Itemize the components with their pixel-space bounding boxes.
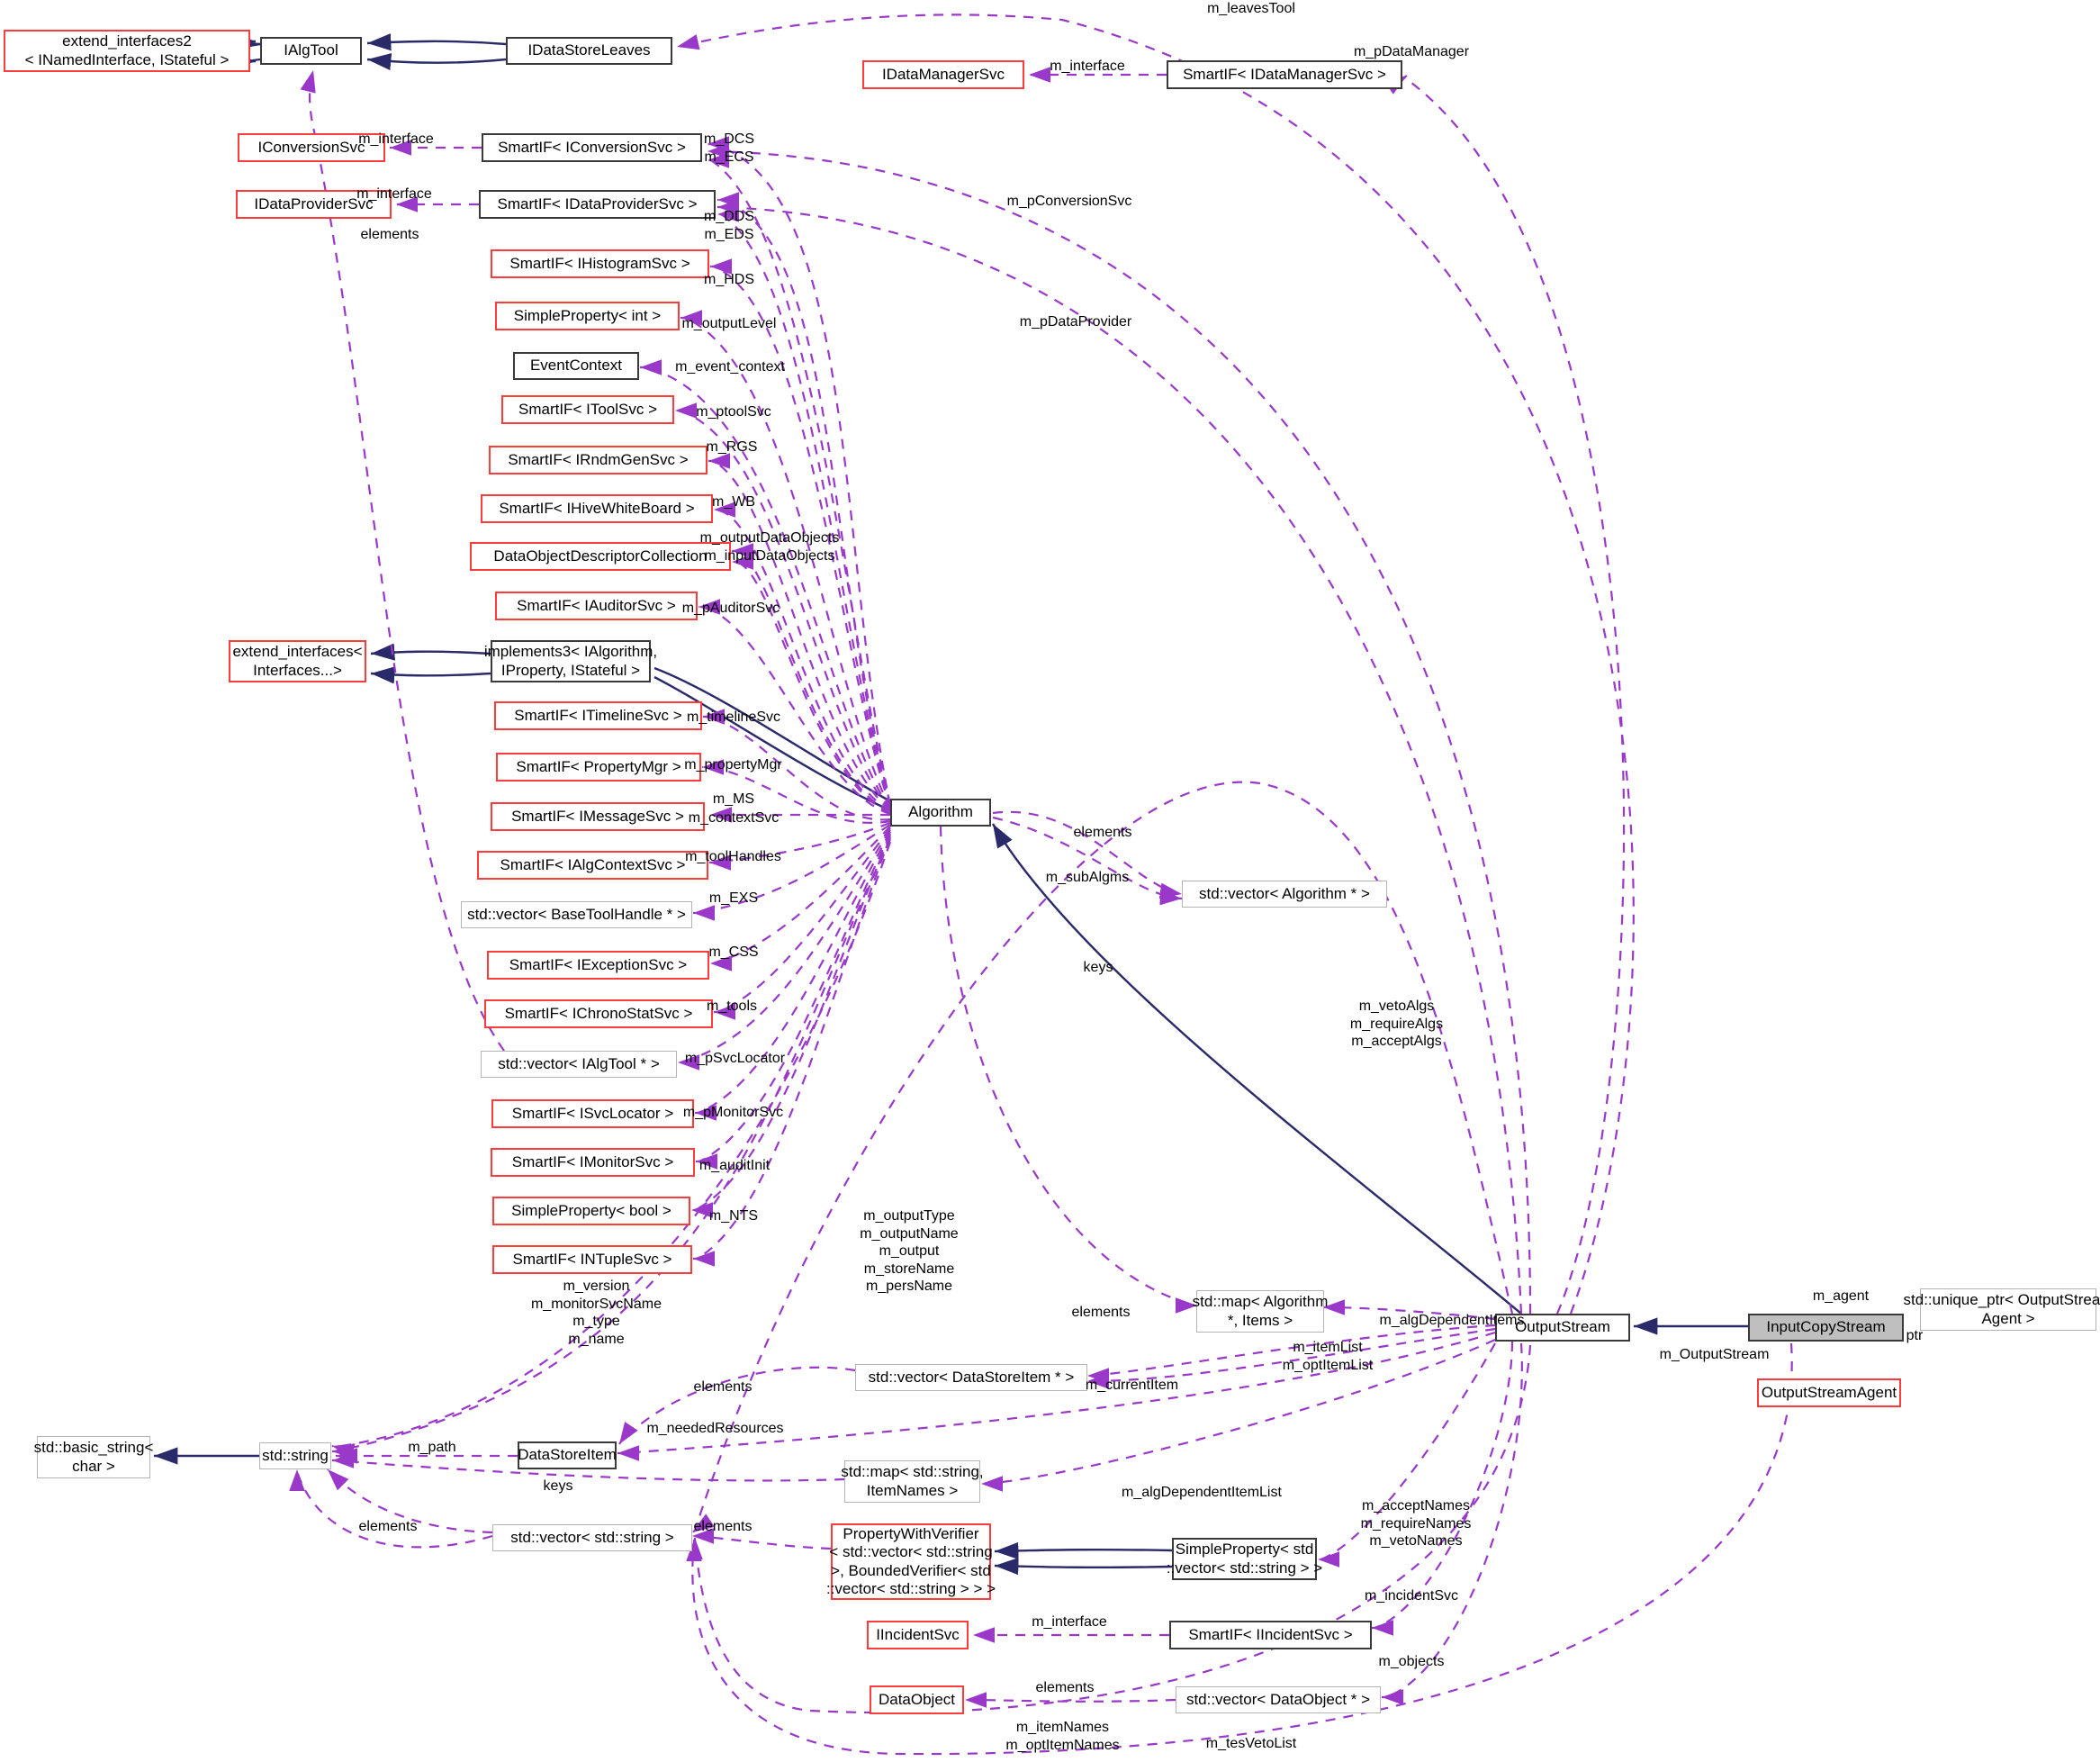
class-node-extend_interfaces2[interactable]: extend_interfaces2 < INamedInterface, IS… [4,30,250,72]
edge-label-lbl_tesVetoList: m_tesVetoList [1205,1736,1297,1751]
class-node-SmartIF_IConversionSvc[interactable]: SmartIF< IConversionSvc > [482,133,702,162]
class-node-vector_IAlgTool[interactable]: std::vector< IAlgTool * > [481,1051,677,1078]
class-node-SmartIF_IRndmGenSvc[interactable]: SmartIF< IRndmGenSvc > [489,446,708,474]
class-node-SimpleProperty_bool[interactable]: SimpleProperty< bool > [492,1197,690,1225]
edge-label-lbl_leavesTool: m_leavesTool [1207,1,1295,16]
edge-label-lbl_subAlgms: m_subAlgms [1045,870,1130,885]
class-node-SmartIF_IDataManagerSvc[interactable]: SmartIF< IDataManagerSvc > [1167,60,1402,89]
class-node-std_string[interactable]: std::string [259,1442,331,1469]
edge-label-lbl_needed: m_neededResources [646,1421,784,1436]
edge-label-lbl_elements_alg: elements [1073,825,1132,840]
class-node-SmartIF_IHiveWhiteBoard[interactable]: SmartIF< IHiveWhiteBoard > [481,494,713,523]
class-node-SimpleProperty_vector_string[interactable]: SimpleProperty< std ::vector< std::strin… [1167,1538,1322,1580]
edge-label-lbl_keys2: keys [543,1478,573,1494]
edge-label-lbl_event_context: m_event_context [675,359,785,375]
edge-label-lbl_elements_do: elements [1035,1680,1095,1695]
class-node-EventContext[interactable]: EventContext [513,352,639,380]
edge-label-lbl_outputGroup: m_outputType m_outputName m_output m_sto… [860,1208,959,1295]
class-node-DataStoreItem[interactable]: DataStoreItem [518,1441,617,1469]
class-node-DataObject[interactable]: DataObject [870,1685,964,1714]
class-node-SmartIF_ITimelineSvc[interactable]: SmartIF< ITimelineSvc > [494,701,702,730]
class-node-SmartIF_IAuditorSvc[interactable]: SmartIF< IAuditorSvc > [495,592,698,620]
class-node-SmartIF_IHistogramSvc[interactable]: SmartIF< IHistogramSvc > [491,249,709,278]
class-node-SmartIF_IMonitorSvc[interactable]: SmartIF< IMonitorSvc > [491,1148,695,1177]
class-node-vector_DataObject[interactable]: std::vector< DataObject * > [1176,1686,1381,1713]
edge-label-lbl_versionGroup: m_version m_monitorSvcName m_type m_name [531,1279,662,1347]
edge-label-lbl_vetoAlgs: m_vetoAlgs m_requireAlgs m_acceptAlgs [1349,998,1444,1050]
class-node-IDataManagerSvc[interactable]: IDataManagerSvc [862,60,1024,89]
edge-label-lbl_interface_inc: m_interface [1032,1614,1107,1630]
class-node-IDataStoreLeaves[interactable]: IDataStoreLeaves [506,37,672,65]
class-node-SimpleProperty_int[interactable]: SimpleProperty< int > [495,302,680,330]
edge-label-lbl_elements_ds: elements [693,1379,753,1395]
edge-label-lbl_agent: m_agent [1812,1288,1870,1304]
edge-label-lbl_objects: m_objects [1378,1654,1445,1669]
class-node-vector_Algorithm[interactable]: std::vector< Algorithm * > [1182,881,1387,908]
edge-label-lbl_elements_dps: elements [360,227,419,242]
edge-label-lbl_OutputStream: m_OutputStream [1659,1347,1770,1362]
edge-label-lbl_itemList: m_itemList m_optItemList [1282,1340,1374,1373]
edge-label-lbl_incidentSvc: m_incidentSvc [1364,1588,1459,1604]
edge-label-lbl_itemNames: m_itemNames m_optItemNames [1005,1720,1120,1753]
class-node-extend_interfaces[interactable]: extend_interfaces< Interfaces...> [229,640,366,682]
class-node-IIncidentSvc[interactable]: IIncidentSvc [867,1621,969,1649]
class-node-IAlgTool[interactable]: IAlgTool [260,37,362,65]
class-node-OutputStream[interactable]: OutputStream [1495,1314,1630,1342]
edge-label-lbl_acceptNames: m_acceptNames m_requireNames m_vetoNames [1360,1498,1472,1550]
class-node-IConversionSvc[interactable]: IConversionSvc [238,133,385,162]
class-node-SmartIF_IToolSvc[interactable]: SmartIF< IToolSvc > [501,395,674,424]
class-node-SmartIF_IChronoStatSvc[interactable]: SmartIF< IChronoStatSvc > [484,999,713,1028]
edge-label-lbl_path: m_path [408,1440,456,1455]
class-node-SmartIF_ISvcLocator[interactable]: SmartIF< ISvcLocator > [491,1099,694,1128]
class-node-vector_DataStoreItem[interactable]: std::vector< DataStoreItem * > [855,1364,1087,1391]
class-node-SmartIF_IMessageSvc[interactable]: SmartIF< IMessageSvc > [491,802,705,831]
class-node-basic_string[interactable]: std::basic_string< char > [34,1436,153,1478]
class-node-Algorithm[interactable]: Algorithm [890,799,991,827]
edge-label-lbl_algDependentItemList: m_algDependentItemList [1122,1485,1282,1500]
class-node-vector_BaseToolHandle[interactable]: std::vector< BaseToolHandle * > [461,901,692,928]
class-node-SmartIF_IDataProviderSvc[interactable]: SmartIF< IDataProviderSvc > [479,190,716,219]
class-node-SmartIF_IIncidentSvc[interactable]: SmartIF< IIncidentSvc > [1169,1621,1372,1649]
class-node-IDataProviderSvc[interactable]: IDataProviderSvc [236,190,392,219]
edge-label-lbl_interface_dms: m_interface [1050,59,1125,74]
class-node-SmartIF_IAlgContextSvc[interactable]: SmartIF< IAlgContextSvc > [477,851,708,880]
class-node-OutputStreamAgent[interactable]: OutputStreamAgent [1757,1378,1901,1407]
edge-label-lbl_pDataManager: m_pDataManager [1353,44,1470,59]
class-node-SmartIF_IExceptionSvc[interactable]: SmartIF< IExceptionSvc > [487,951,709,980]
class-node-vector_string[interactable]: std::vector< std::string > [492,1524,692,1551]
class-node-DataObjectDescriptorCollection[interactable]: DataObjectDescriptorCollection [470,542,731,571]
class-node-implements3[interactable]: implements3< IAlgorithm, IProperty, ISta… [484,640,657,682]
edge-label-lbl_elements_dsi: elements [1071,1305,1131,1320]
class-node-SmartIF_PropertyMgr[interactable]: SmartIF< PropertyMgr > [496,753,701,782]
class-node-InputCopyStream[interactable]: InputCopyStream [1748,1314,1904,1342]
edge-label-lbl_keys: keys [1083,960,1113,975]
edge-label-lbl_pConversionSvc: m_pConversionSvc [1006,194,1132,209]
class-node-map_string_ItemNames[interactable]: std::map< std::string, ItemNames > [841,1460,984,1503]
class-node-unique_ptr_OutputStreamAgent[interactable]: std::unique_ptr< OutputStream Agent > [1904,1288,2100,1331]
class-node-PropertyWithVerifier[interactable]: PropertyWithVerifier < std::vector< std:… [826,1523,996,1600]
class-node-map_Algorithm_Items[interactable]: std::map< Algorithm *, Items > [1193,1290,1328,1333]
edge-label-lbl_pDataProvider: m_pDataProvider [1019,314,1132,330]
class-node-SmartIF_INTupleSvc[interactable]: SmartIF< INTupleSvc > [492,1245,692,1274]
edge-label-lbl_elements_bot: elements [358,1519,418,1534]
